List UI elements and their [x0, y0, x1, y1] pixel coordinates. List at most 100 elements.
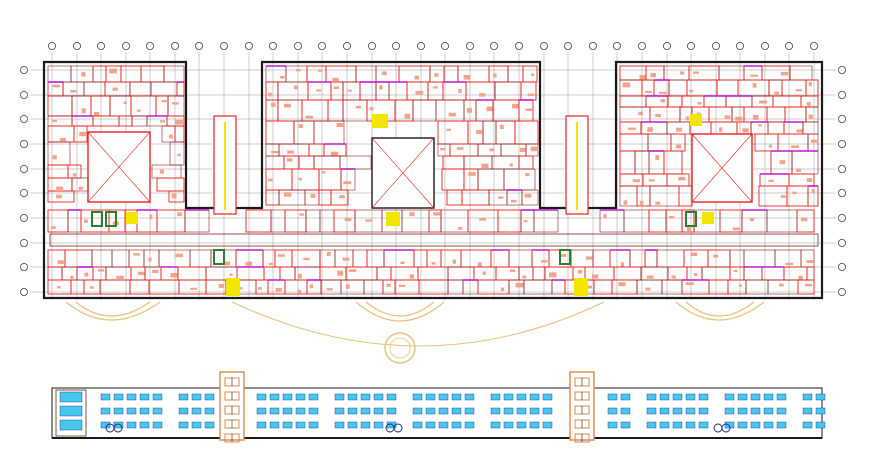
stair-core-5: [702, 212, 714, 224]
furniture-block: [645, 287, 651, 291]
furniture-block: [623, 200, 628, 205]
elevation-window: [503, 421, 514, 429]
elevation-window: [516, 421, 527, 429]
elevation-window: [295, 393, 306, 401]
grid-bubble-right: [838, 287, 847, 296]
furniture-block: [78, 186, 84, 190]
grid-bubble-top: [810, 42, 819, 51]
furniture-block: [540, 260, 548, 263]
furniture-block: [659, 91, 667, 94]
furniture-block: [434, 73, 439, 77]
elevation-window: [178, 421, 189, 429]
furniture-block: [277, 254, 285, 257]
furniture-block: [400, 261, 405, 265]
furniture-block: [468, 171, 476, 176]
furniture-block: [168, 134, 173, 139]
furniture-block: [501, 287, 505, 292]
elevation-window: [776, 421, 787, 429]
elevation-round-window: [113, 423, 123, 433]
floor-plan: [42, 60, 824, 364]
elevation-window: [373, 407, 384, 415]
furniture-block: [355, 105, 362, 109]
elevation-window: [100, 421, 111, 429]
furniture-block: [804, 283, 812, 287]
furniture-block: [136, 109, 141, 112]
furniture-block: [303, 257, 310, 261]
elevation-window: [204, 421, 215, 429]
furniture-block: [52, 155, 57, 160]
furniture-block: [245, 261, 253, 266]
elevation-window: [802, 393, 813, 401]
furniture-block: [530, 73, 535, 76]
grid-bubble-top: [712, 42, 721, 51]
elevation-window: [308, 421, 319, 429]
elevation-window: [191, 421, 202, 429]
furniture-block: [648, 179, 655, 182]
elevation-window: [737, 393, 748, 401]
building-elevation: [51, 371, 826, 443]
furniture-block: [719, 127, 723, 133]
furniture-block: [660, 99, 666, 103]
furniture-block: [440, 147, 446, 151]
elevation-window: [646, 393, 657, 401]
elevation-window: [451, 421, 462, 429]
furniture-block: [509, 163, 513, 167]
furniture-block: [733, 269, 738, 273]
furniture-block: [486, 106, 494, 112]
furniture-block: [680, 71, 685, 75]
furniture-block: [668, 216, 675, 219]
furniture-block: [689, 89, 694, 93]
grid-bubble-top: [515, 42, 524, 51]
room: [168, 190, 185, 203]
elevation-end-bay: [55, 389, 87, 437]
furniture-block: [603, 214, 607, 219]
lift-shaft-1: [91, 211, 103, 227]
furniture-block: [618, 282, 626, 287]
furniture-block: [381, 71, 387, 76]
grid-bubble-top: [465, 42, 474, 51]
grid-bubble-top: [367, 42, 376, 51]
grid-bubble-left: [19, 262, 28, 271]
grid-bubble-top: [613, 42, 622, 51]
furniture-block: [369, 107, 374, 111]
rooms-layer: [47, 65, 819, 295]
furniture-block: [284, 103, 291, 108]
grid-bubble-left: [19, 139, 28, 148]
room: [797, 279, 815, 295]
furniture-block: [768, 144, 773, 148]
furniture-block: [336, 123, 345, 127]
furniture-block: [477, 262, 482, 267]
furniture-block: [792, 191, 797, 195]
courtyard-diagonals: [87, 131, 753, 209]
elevation-window: [425, 393, 436, 401]
furniture-block: [404, 113, 411, 119]
furniture-block: [344, 217, 352, 222]
elevation-window: [425, 421, 436, 429]
grid-bubble-top: [736, 42, 745, 51]
furniture-block: [310, 193, 316, 198]
furniture-block: [620, 262, 624, 267]
elevation-window: [126, 393, 137, 401]
grid-bubble-left: [19, 66, 28, 75]
furniture-block: [133, 253, 140, 256]
elevation-window: [451, 407, 462, 415]
furniture-block: [190, 287, 198, 290]
furniture-block: [752, 115, 759, 120]
elevation-window: [269, 393, 280, 401]
grid-bubble-right: [838, 115, 847, 124]
elevation-window: [490, 407, 501, 415]
furniture-block: [70, 275, 74, 280]
furniture-block: [109, 68, 117, 74]
furniture-block: [785, 262, 794, 266]
furniture-block: [524, 193, 532, 198]
grid-bubble-left: [19, 91, 28, 100]
furniture-block: [749, 218, 755, 222]
elevation-windows: [59, 391, 826, 433]
furniture-block: [175, 253, 184, 258]
furniture-block: [59, 137, 66, 143]
elevation-window: [152, 421, 163, 429]
furniture-block: [482, 271, 486, 275]
furniture-block: [481, 163, 489, 169]
stair-core-4: [574, 278, 588, 296]
